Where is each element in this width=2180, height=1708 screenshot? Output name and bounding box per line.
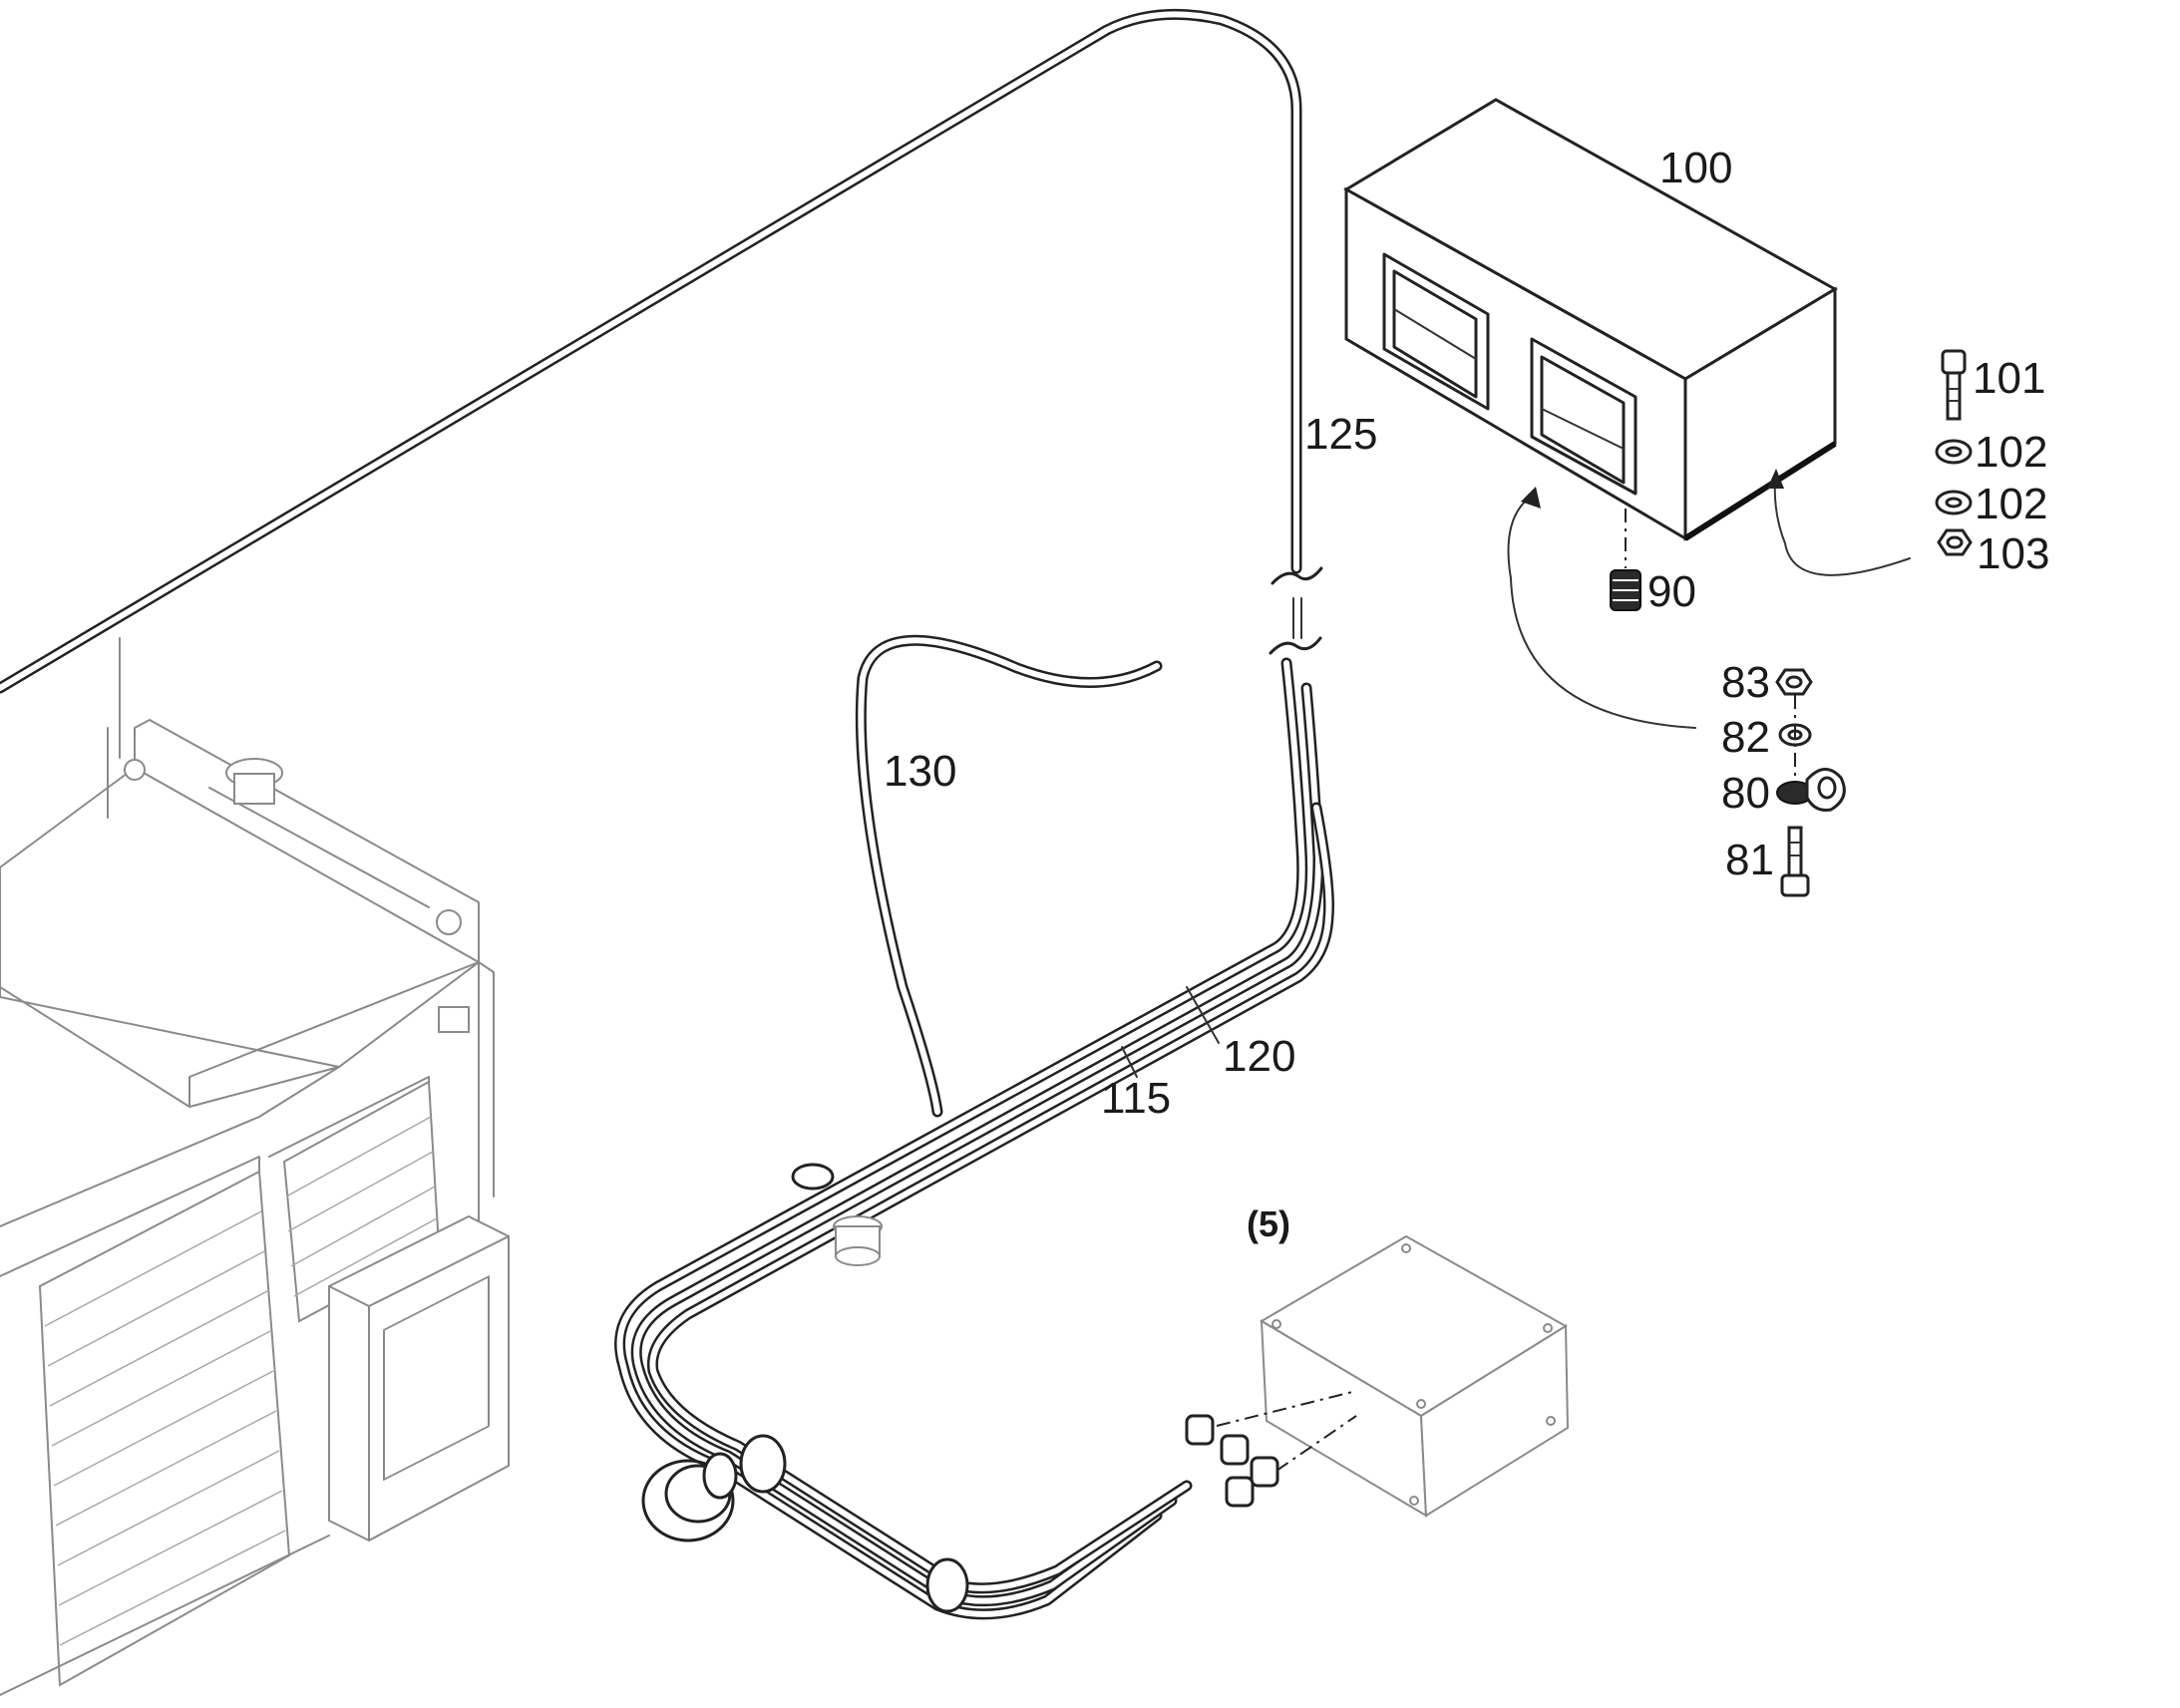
screw-81-icon (1780, 826, 1810, 897)
cable-gland-group (833, 1215, 883, 1266)
cable-bundle (614, 657, 1334, 1620)
clamp-set-80-83 (1775, 668, 1846, 897)
cable-clamp-80-icon (1776, 768, 1846, 812)
label-100: 100 (1659, 144, 1732, 192)
screw-101-icon (1941, 349, 1967, 421)
cable-clamp-icon (702, 1163, 969, 1613)
label-120: 120 (1223, 1032, 1295, 1081)
equipment-cabinet (0, 637, 510, 1696)
cable-130 (855, 634, 1163, 1118)
label-82: 82 (1721, 713, 1770, 762)
label-80: 80 (1721, 769, 1770, 818)
label-103: 103 (1977, 529, 2049, 578)
label-83: 83 (1721, 658, 1770, 707)
cable-gland-90-icon (1610, 569, 1641, 611)
label-125: 125 (1304, 410, 1377, 459)
label-115: 115 (1101, 1074, 1171, 1123)
louver-panel-left (38, 1170, 291, 1687)
cable-125 (0, 8, 1323, 694)
nut-103-icon (1937, 528, 1973, 556)
callout-labels: 100 101 102 102 103 90 83 82 80 81 125 1… (884, 144, 2049, 1244)
label-101: 101 (1973, 354, 2045, 403)
enclosure-100 (1343, 98, 1911, 729)
washer-102-icon (1935, 439, 1973, 465)
label-130: 130 (884, 747, 956, 796)
label-81: 81 (1725, 836, 1774, 884)
fastener-set-101-103 (1935, 349, 1973, 556)
junction-box-5 (1185, 1234, 1570, 1518)
label-junction-5: (5) (1247, 1203, 1290, 1244)
label-90: 90 (1647, 567, 1696, 616)
nut-83-icon (1775, 668, 1813, 696)
washer-102-second-icon (1935, 490, 1973, 515)
label-102-a: 102 (1975, 428, 2047, 477)
label-102-b: 102 (1975, 480, 2047, 528)
junction-gland-icon (1185, 1414, 1279, 1508)
